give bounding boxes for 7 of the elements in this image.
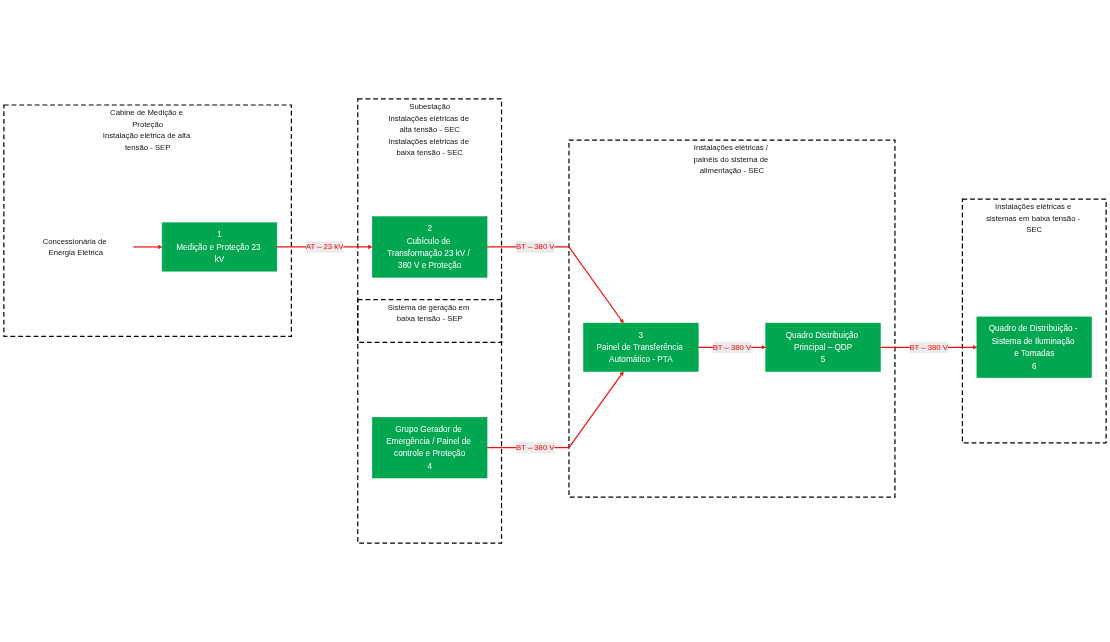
node-box: 2 Cubículo de Transformação 23 kV / 380 V e Proteção [372,216,488,278]
node-box: Quadro de Distribuição - Sistema de Iluminação e Tomadas 6 [976,316,1092,378]
node-box: 1 Medição e Proteção 23 kV [161,222,278,272]
arrow [132,244,163,250]
node-box: 3 Painel de Transferência Automático - PTA [583,322,699,372]
node-box: Grupo Gerador de Emergência / Painel de controle e Proteção 4 [372,417,488,479]
node-box: Quadro Distribuição Principal – QDP 5 [765,322,881,372]
